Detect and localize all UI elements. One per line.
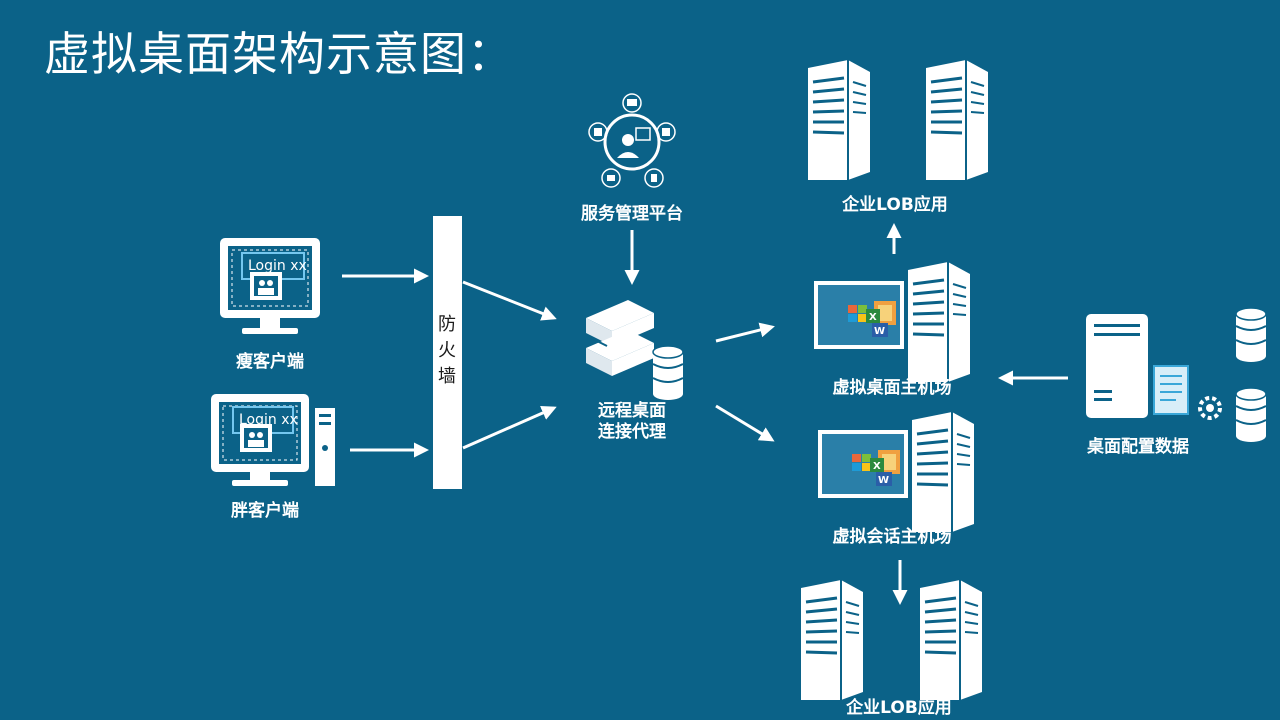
thin-client-screen-text: Login xx xyxy=(248,258,307,274)
session-farm-icon xyxy=(818,410,976,534)
fat-client-label: 胖客户端 xyxy=(231,501,299,521)
firewall-char: 火 xyxy=(438,340,456,361)
thin-client-label: 瘦客户端 xyxy=(236,352,304,372)
vdi-farm-icon xyxy=(814,260,972,384)
lob-top-label: 企业LOB应用 xyxy=(842,195,948,215)
connection-broker-icon xyxy=(586,300,684,401)
page-title: 虚拟桌面架构示意图： xyxy=(44,27,514,81)
connector-arrows xyxy=(342,223,1068,605)
firewall-bar xyxy=(433,216,462,489)
lob-bottom-servers xyxy=(799,578,984,702)
config-data-icon xyxy=(1086,307,1267,443)
fat-client-screen-text: Login xx xyxy=(239,412,298,428)
fat-client-icon xyxy=(211,394,335,486)
service-platform-label: 服务管理平台 xyxy=(581,204,683,224)
thin-client-icon xyxy=(220,238,320,334)
lob-bottom-label: 企业LOB应用 xyxy=(846,698,952,718)
lob-top-servers xyxy=(806,58,990,182)
firewall-label: 防 火 墙 xyxy=(433,312,461,390)
firewall-char: 墙 xyxy=(438,366,456,387)
service-platform-icon xyxy=(588,93,676,188)
broker-label-line2: 连接代理 xyxy=(598,422,666,442)
broker-label-line1: 远程桌面 xyxy=(598,401,666,421)
session-farm-label: 虚拟会话主机场 xyxy=(832,527,952,547)
firewall-char: 防 xyxy=(438,314,456,335)
config-data-label: 桌面配置数据 xyxy=(1087,437,1189,457)
vdi-farm-label: 虚拟桌面主机场 xyxy=(832,378,952,398)
